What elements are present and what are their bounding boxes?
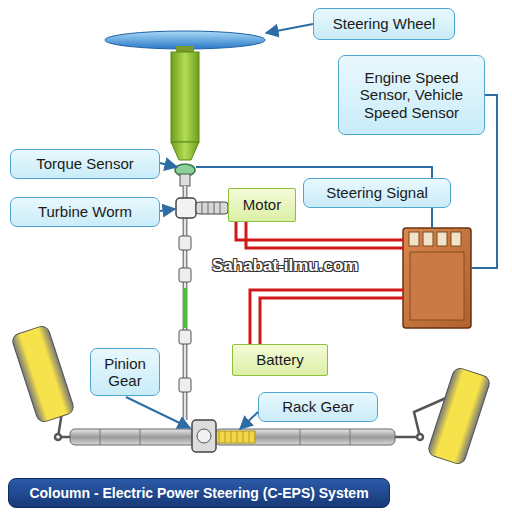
- leader-arrow: [266, 24, 313, 33]
- pinion-gear: [197, 429, 211, 443]
- steering-wheel: [176, 46, 194, 52]
- control-unit: [403, 228, 471, 328]
- intermediate-shaft: [183, 288, 187, 328]
- intermediate-shaft: [179, 186, 191, 420]
- intermediate-shaft: [179, 268, 191, 282]
- callout-box: Engine Speed Sensor, Vehicle Speed Senso…: [338, 55, 485, 135]
- leader-arrow: [160, 209, 175, 211]
- node-label: Engine Speed Sensor, Vehicle Speed Senso…: [348, 69, 475, 121]
- node-label: Motor: [243, 196, 281, 213]
- steering-column: [171, 52, 199, 160]
- callout-box: Steering Signal: [303, 178, 451, 208]
- worm-gear: [176, 198, 196, 218]
- worm-gear: [208, 202, 209, 214]
- part-box: Battery: [232, 344, 328, 376]
- power-wire: [236, 222, 403, 240]
- tie-rod: [34, 396, 446, 440]
- worm-gear: [202, 202, 203, 214]
- control-unit: [410, 252, 464, 320]
- rack-housing: [215, 431, 255, 443]
- intermediate-shaft: [179, 236, 191, 250]
- node-label: Rack Gear: [282, 398, 354, 415]
- callout-box: Torque Sensor: [10, 149, 160, 179]
- callout-box: Rack Gear: [258, 392, 378, 422]
- rack-housing: [70, 429, 195, 445]
- power-wire: [260, 298, 403, 344]
- pinion-gear: [192, 420, 216, 452]
- rack-housing: [350, 429, 351, 445]
- rack-housing: [215, 429, 395, 445]
- rack-housing: [300, 429, 301, 445]
- callout-box: Steering Wheel: [313, 8, 455, 40]
- node-label: Steering Signal: [326, 184, 428, 201]
- road-wheel: [11, 324, 76, 423]
- power-wire: [246, 222, 403, 248]
- node-label: Coloumn - Electric Power Steering (C-EPS…: [29, 485, 368, 501]
- torque-sensor: [180, 174, 190, 186]
- title-band: Coloumn - Electric Power Steering (C-EPS…: [8, 478, 390, 508]
- pinion-gear: [192, 420, 216, 452]
- steering-column: [171, 52, 199, 142]
- callout-box: Pinion Gear: [90, 348, 160, 396]
- intermediate-shaft: [179, 330, 191, 344]
- leader-arrow: [160, 163, 177, 167]
- power-wire: [250, 290, 403, 344]
- control-unit: [437, 232, 447, 246]
- road-wheel: [11, 324, 492, 465]
- node-label: Battery: [256, 351, 304, 368]
- torque-sensor: [175, 164, 195, 186]
- control-unit: [403, 228, 471, 328]
- node-label: Pinion Gear: [100, 355, 150, 390]
- tie-rod: [55, 434, 61, 440]
- node-label: Turbine Worm: [38, 203, 132, 220]
- steering-column: [171, 142, 199, 160]
- node-label: Steering Wheel: [333, 15, 436, 32]
- leader-arrow: [126, 397, 190, 428]
- rack-housing: [100, 429, 101, 445]
- tie-rod: [417, 434, 423, 440]
- worm-gear: [196, 202, 228, 214]
- callout-box: Turbine Worm: [10, 197, 160, 227]
- intermediate-shaft: [179, 378, 191, 392]
- watermark: Sahabat-ilmu.com: [212, 256, 358, 276]
- worm-gear: [214, 202, 215, 214]
- worm-gear: [176, 198, 228, 218]
- rack-housing: [140, 429, 141, 445]
- control-unit: [451, 232, 461, 246]
- part-box: Motor: [228, 188, 296, 222]
- node-label: Torque Sensor: [36, 155, 134, 172]
- road-wheel: [427, 366, 492, 465]
- leader-arrow: [240, 412, 258, 429]
- worm-gear: [220, 202, 221, 214]
- power-wire: [236, 222, 403, 344]
- steering-wheel: [105, 31, 265, 52]
- control-unit: [423, 232, 433, 246]
- rack-housing: [70, 429, 395, 445]
- control-unit: [409, 232, 419, 246]
